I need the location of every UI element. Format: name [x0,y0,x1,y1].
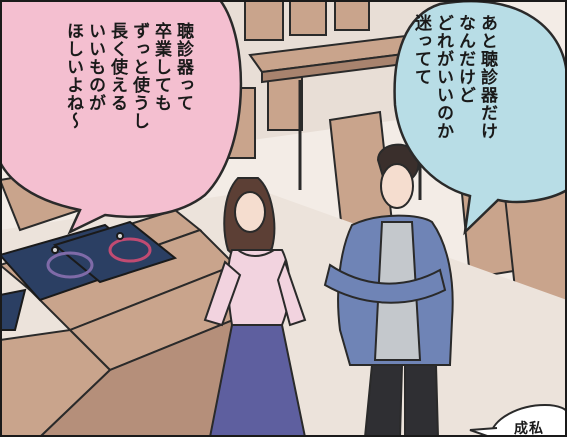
speech-left-line: 長く使える [107,22,127,112]
woman-character [203,177,307,437]
speech-corner-text: 成私 [514,421,544,437]
speech-left-line: 卒業しても [151,22,171,112]
speech-right-line: なんだけど [455,14,475,104]
speech-right-text: あと聴診器だけ なんだけど どれがいいのか 迷ってて [410,14,498,140]
man-character [323,143,454,437]
speech-left-text: 聴診器って 卒業しても ずっと使うし 長く使える いいものが ほしいよね〜 [62,22,194,130]
speech-right-line: どれがいいのか [433,14,453,140]
speech-right-line: 迷ってて [411,14,431,86]
speech-left-line: 聴診器って [173,22,193,112]
stethoscope-cases [0,220,178,331]
speech-left-line: ほしいよね〜 [63,22,83,130]
speech-bubble-left [0,0,243,235]
speech-left-line: ずっと使うし [129,22,149,130]
speech-left-line: いいものが [85,22,105,112]
speech-right-line: あと聴診器だけ [477,14,497,140]
speech-bubble-right [393,0,567,236]
